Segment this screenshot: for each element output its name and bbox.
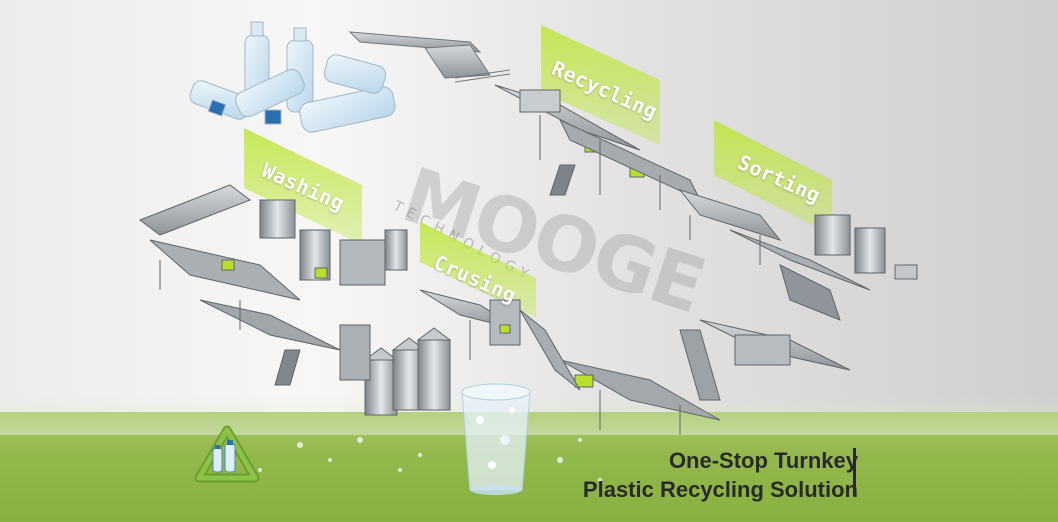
scattered-flakes <box>258 437 602 482</box>
tagline-divider <box>853 448 856 496</box>
stage-panels <box>244 25 832 318</box>
storage-silos <box>339 324 452 416</box>
plastic-bottles-image <box>189 21 396 133</box>
tagline-line1: One-Stop Turnkey <box>668 448 858 473</box>
recycling-line <box>494 84 702 210</box>
flakes-cup-image <box>461 383 531 495</box>
crushing-line <box>419 289 581 391</box>
tagline: One-Stop Turnkey Plastic Recycling Solut… <box>583 446 858 504</box>
tagline-line2: Plastic Recycling Solution <box>582 477 858 502</box>
washing-line <box>138 184 408 386</box>
recycle-icon <box>194 425 260 483</box>
lower-right-line <box>559 319 851 435</box>
top-conveyor <box>348 31 511 83</box>
sorting-line <box>678 189 918 321</box>
